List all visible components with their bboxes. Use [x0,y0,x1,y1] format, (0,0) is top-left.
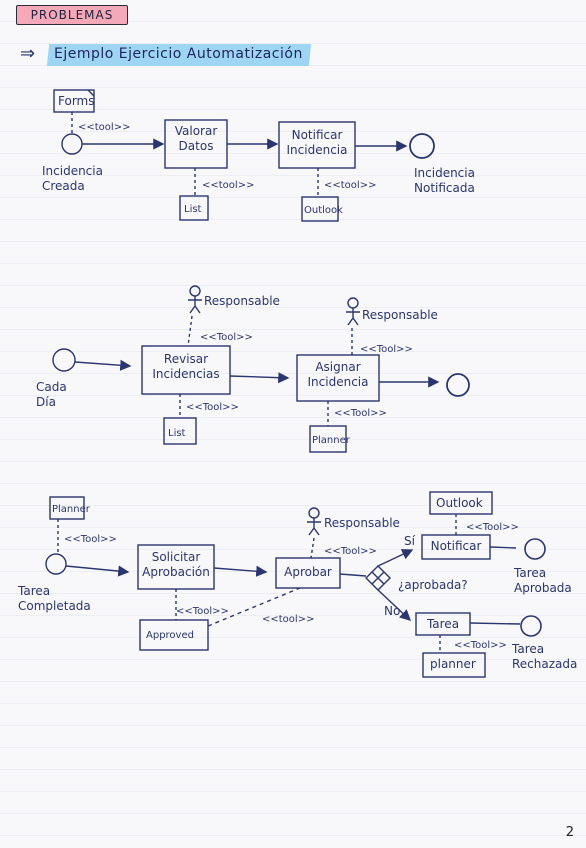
d3-start-event-label: Tarea Completada [18,584,91,613]
d3-end-rejected [520,615,542,637]
page-number: 2 [565,825,574,840]
d2-doc-planner-label: Planner [312,435,350,446]
d1-tool-tag-outlook: <<tool>> [324,180,377,191]
d2-task-asignar-label: Asignar Incidencia [307,360,369,389]
d1-start-event-label: Incidencia Creada [42,164,103,193]
d2-start-event-label: Cada Día [36,380,67,409]
d3-doc-outlook [429,491,493,515]
d3-doc-planner-label: planner [430,657,476,671]
d1-doc-outlook [301,196,339,222]
d3-actor-head [308,507,320,519]
d3-doc-outlook-label: Outlook [436,496,483,510]
d3-doc-planner [422,652,486,678]
d3-task-aprobar [275,557,341,589]
d2-end-event [446,373,470,397]
d2-task-asignar [296,354,380,402]
d3-gateway-yes-label: Sí [404,534,415,548]
d2-doc-list-label: List [168,428,186,439]
d3-gateway-question: ¿aprobada? [398,578,468,592]
d1-doc-outlook-label: Outlook [304,205,343,216]
d1-doc-forms-label: Forms [58,94,95,108]
d1-start-event [61,133,83,155]
d2-tool-tag-actor2: <<Tool>> [360,344,413,355]
d1-doc-forms [53,89,95,113]
d2-task-revisar-label: Revisar Incidencias [152,352,220,381]
d3-task-notificar-label: Notificar [430,539,482,553]
d1-end-event [409,133,435,159]
d1-doc-list-label: List [184,204,202,215]
d2-actor1-head [189,285,201,297]
d3-tool-tag-approved: <<Tool>> [176,606,229,617]
d3-start-event [45,553,67,575]
d3-task-aprobar-label: Aprobar [284,565,332,579]
page-title: PROBLEMAS [16,5,128,25]
d1-end-event-label: Incidencia Notificada [414,166,475,195]
d3-tool-tag-start: <<Tool>> [64,534,117,545]
double-arrow-icon: ⇒ [20,43,36,64]
d2-actor2-label: Responsable [362,308,438,322]
d3-doc-planner-top-label: Planner [52,504,90,515]
d1-tool-tag-list: <<tool>> [202,180,255,191]
d2-actor1-label: Responsable [204,294,280,308]
d1-task-notificar [278,121,356,169]
d3-gateway-no-label: No [384,604,401,618]
d3-doc-approved-label: Approved [146,630,194,641]
section-subtitle: Ejemplo Ejercicio Automatización [54,46,303,62]
d3-actor-label: Responsable [324,516,400,530]
d3-tool-tag-outlook: <<Tool>> [466,522,519,533]
d2-tool-tag-actor1: <<Tool>> [200,332,253,343]
d3-end-rejected-label: Tarea Rechazada [512,642,578,671]
d2-tool-tag-list: <<Tool>> [186,402,239,413]
d1-tool-tag-forms: <<tool>> [78,122,131,133]
d2-task-revisar [141,345,231,395]
d2-actor2-head [347,297,359,309]
d1-doc-list [179,195,209,221]
d3-tool-tag-planner: <<Tool>> [454,640,507,651]
d3-doc-approved [139,619,209,651]
d3-task-tarea-label: Tarea [426,617,460,631]
d2-doc-list [163,417,197,445]
d3-end-approved [524,538,546,560]
d3-task-solicitar-label: Solicitar Aprobación [142,550,210,579]
d3-task-tarea [415,612,471,636]
d1-task-notificar-label: Notificar Incidencia [286,128,348,157]
d2-tool-tag-planner: <<Tool>> [334,408,387,419]
d3-tool-tag-dashed: <<tool>> [262,614,315,625]
d3-end-approved-label: Tarea Aprobada [514,566,572,595]
d2-start-event [52,348,76,372]
d3-tool-tag-actor: <<Tool>> [324,546,377,557]
d3-doc-planner-top [49,496,85,520]
d1-task-valorar-label: Valorar Datos [174,124,218,153]
